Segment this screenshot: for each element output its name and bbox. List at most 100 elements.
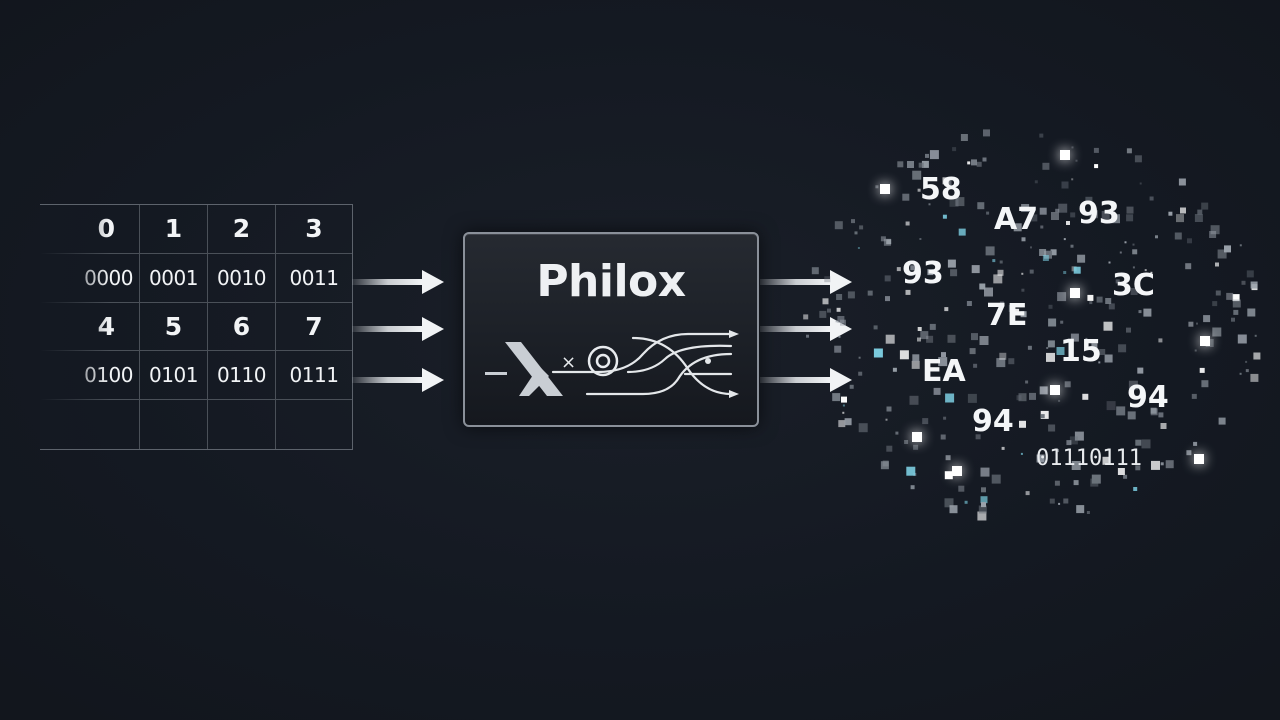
particle [1108,303,1115,310]
particle [1008,358,1015,365]
particle [1056,347,1065,355]
particle [943,416,947,420]
particle [1046,352,1055,362]
hex-value: 94 [1127,380,1169,415]
particle [867,290,873,296]
particle [1124,241,1127,244]
particle [949,197,959,207]
particle [971,333,978,341]
hex-value: 3C [1112,268,1155,303]
particle [950,269,958,277]
particle [1069,436,1078,445]
particle [822,298,829,305]
particle [1151,460,1160,470]
particle [912,354,920,362]
particle [1099,349,1106,355]
arrow-right-icon [352,270,444,294]
particle [1029,269,1034,274]
particle [1218,417,1226,425]
particle [824,276,831,283]
particle [1039,133,1044,138]
particle [1250,373,1259,382]
particle [1132,266,1135,269]
particle [967,161,971,165]
counter-grid: 0 1 2 3 0000 0001 0010 0011 4 5 6 7 0100… [40,204,353,450]
particle [985,246,995,256]
particle [1160,462,1164,466]
particle [1020,311,1027,318]
particle [926,335,934,343]
counter-cell: 5 [140,302,208,352]
particle [897,161,904,168]
particle [1186,450,1192,456]
particle [1016,395,1022,401]
particle [967,393,977,403]
particle [1063,271,1067,274]
particle [1048,424,1056,432]
random-output-cloud: 58 A7 93 93 3C 7E 15 EA 94 94 01110111 [780,100,1280,560]
particle [858,371,863,376]
glow-particle [952,466,962,476]
particle [886,239,892,245]
particle [1126,148,1132,154]
particle [1020,452,1023,455]
particle [1049,498,1055,504]
particle [1047,340,1055,348]
particle [1073,266,1081,274]
particle [1008,206,1010,209]
particle [999,301,1004,306]
particle [1077,254,1086,263]
particle [980,496,988,504]
particle [1160,423,1167,429]
particle [1084,358,1088,361]
particle [1051,212,1059,220]
particle [1141,439,1151,449]
particle [1048,304,1053,309]
particle [841,396,847,403]
counter-cell: 2 [208,205,276,254]
particle [842,404,845,407]
particle [1116,406,1126,416]
particle [875,185,879,189]
particle [1073,480,1079,486]
particle [1030,246,1032,249]
particle [873,348,883,358]
particle [942,214,947,219]
counter-cell: 4 [40,302,140,352]
particle [1008,304,1016,312]
particle [1054,480,1060,486]
particle [1231,317,1235,322]
particle [1126,214,1134,222]
particle [1128,380,1138,390]
particle [986,211,990,215]
particle [1127,411,1136,420]
bits-cell: 0010 [208,253,276,303]
multiply-operator: × [561,352,576,373]
bits-cell: 0001 [140,253,208,303]
particle [983,129,990,137]
particle [1058,502,1061,505]
particle [1063,498,1069,504]
particle [1132,243,1135,246]
particle [1039,386,1048,395]
particle [1087,294,1094,301]
particle [1089,210,1098,219]
particle [1055,208,1060,213]
particle [1215,290,1221,296]
arrow-right-icon [760,368,852,392]
particle [1089,301,1093,305]
particle [1021,237,1026,242]
hex-value: 58 [920,172,962,207]
output-particles [803,129,1261,521]
particle [984,287,993,297]
particle [940,434,946,440]
particle [1134,155,1142,163]
particle [1232,299,1241,308]
particle [827,308,831,313]
particle [1226,292,1234,300]
particle [905,289,911,295]
particle [1013,223,1022,232]
bits-cell: 0000 [40,253,140,303]
particle [1042,162,1050,170]
particle [1165,460,1174,469]
